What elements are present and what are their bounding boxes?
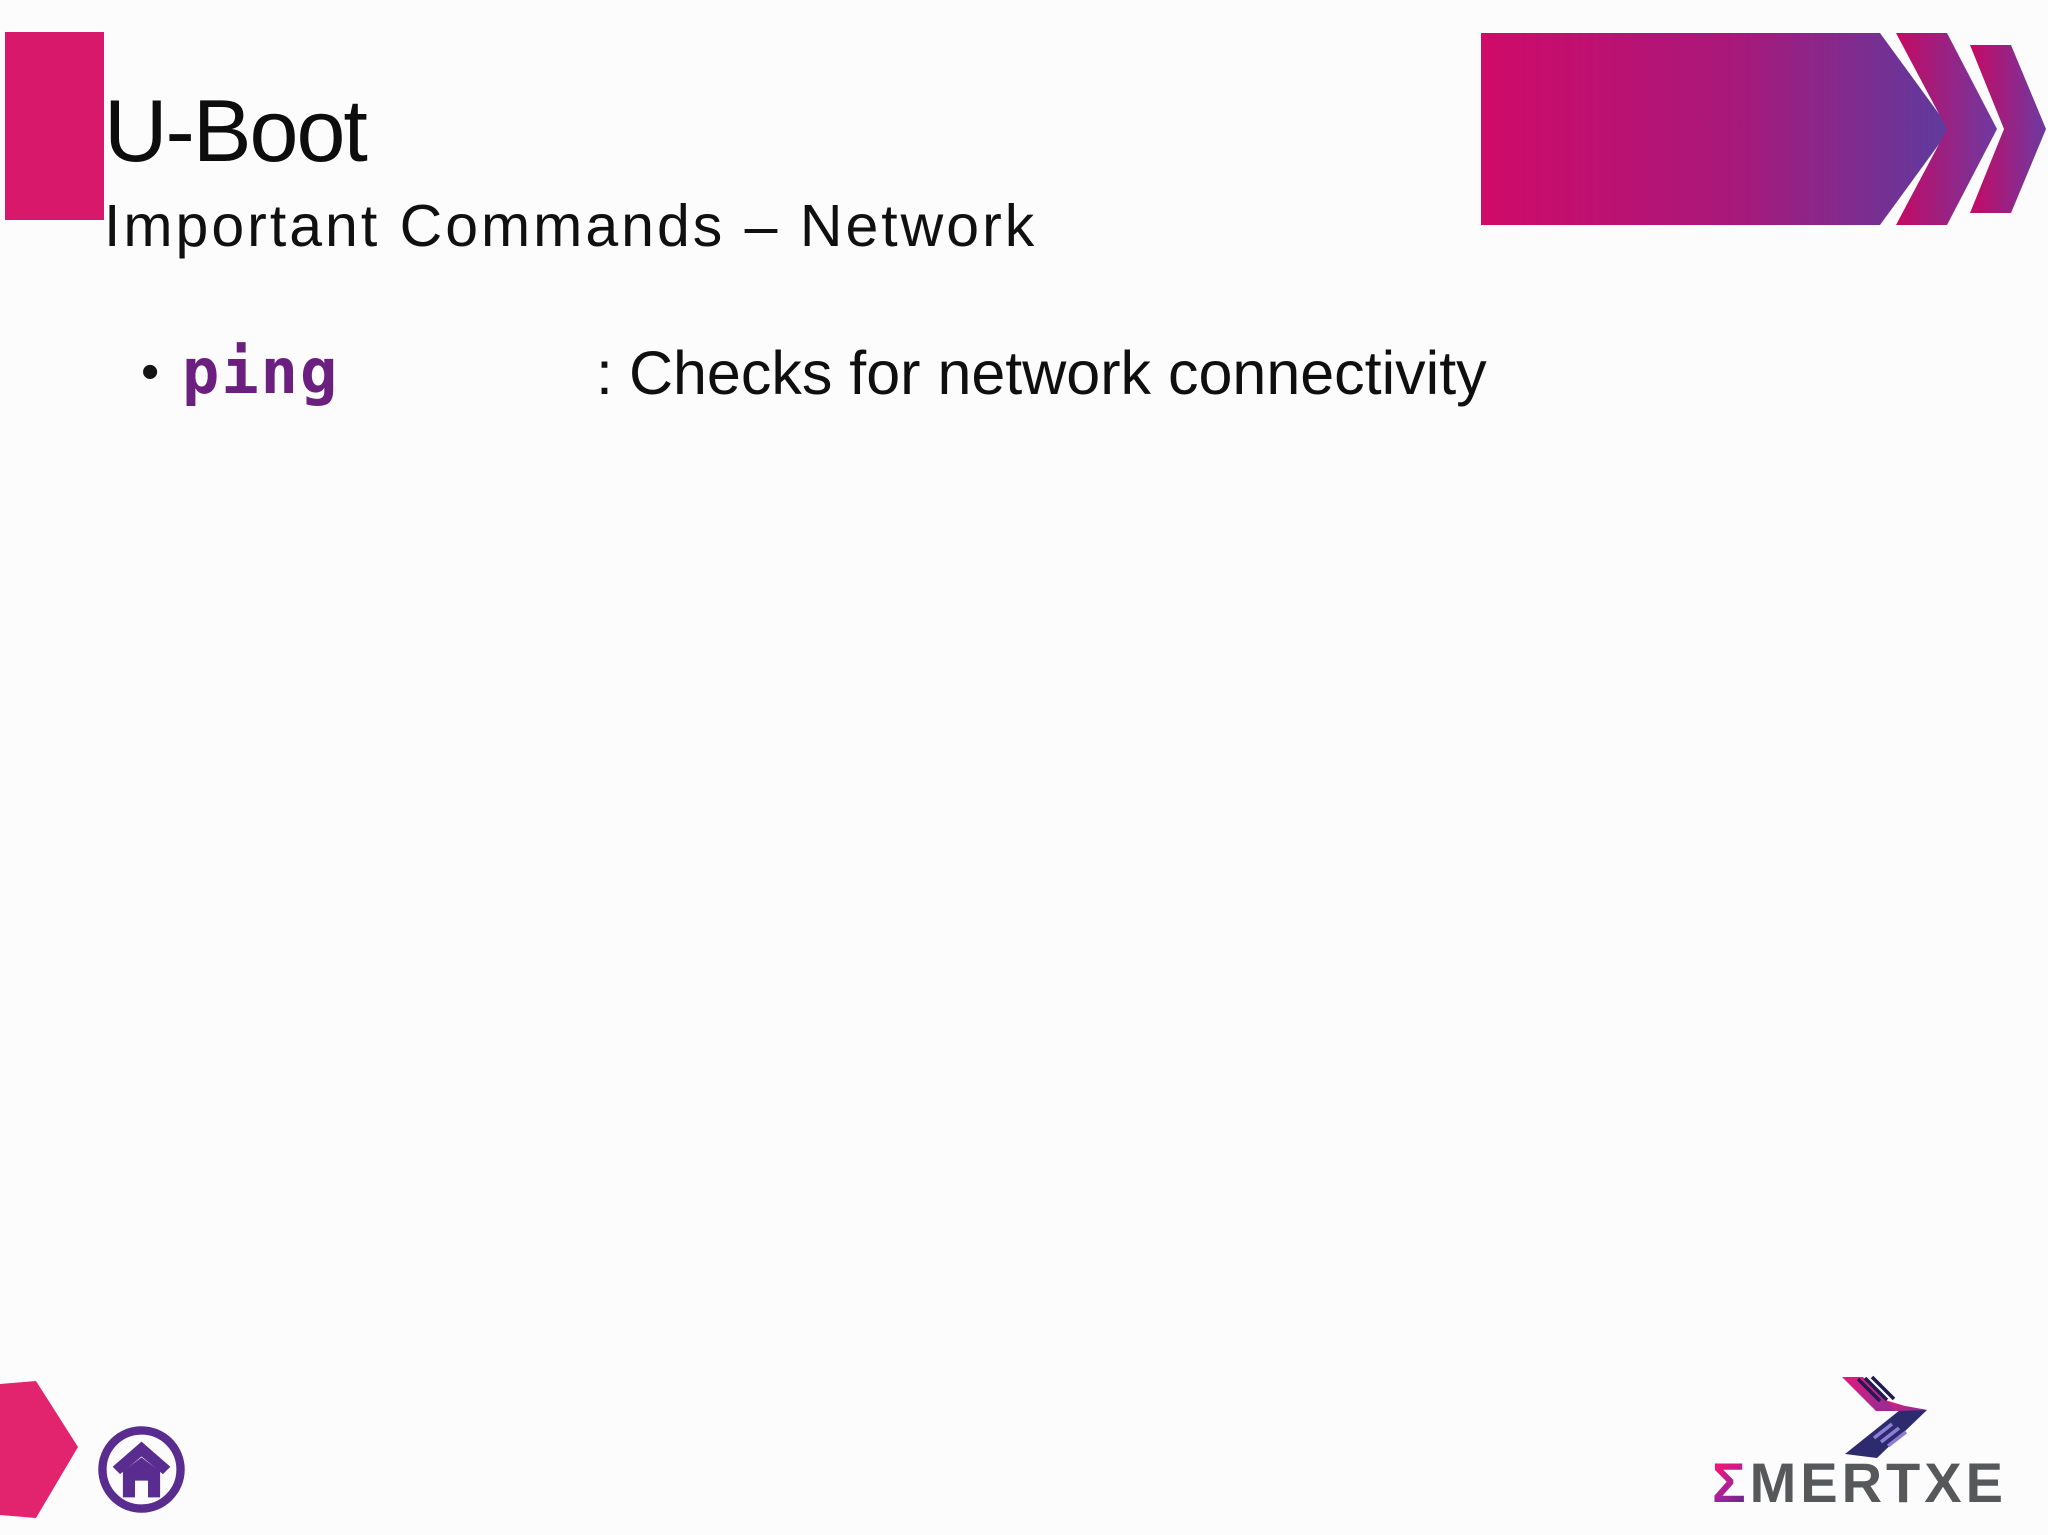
header-arrow-graphic: [1481, 33, 2046, 225]
logo-wordmark: MERTXE: [1749, 1451, 2007, 1514]
header-accent-bar: [5, 32, 104, 220]
command-text: ping: [182, 335, 340, 408]
bullet-marker: •: [141, 343, 160, 401]
description-text: Checks for network connectivity: [628, 339, 1487, 407]
footer-pink-arrow: [0, 1381, 78, 1518]
separator-colon: :: [596, 339, 613, 407]
page-title: U-Boot: [104, 80, 368, 180]
logo-arrow-icon: [1842, 1375, 1927, 1458]
home-icon: [98, 1426, 185, 1513]
arrow-chevron-2: [1970, 45, 2046, 213]
arrow-pentagon-shape: [1481, 33, 1950, 225]
logo-sigma-glyph: Σ: [1712, 1451, 1750, 1514]
arrow-chevron-1: [1896, 33, 1997, 225]
home-button[interactable]: [95, 1423, 188, 1516]
command-description: :Checks for network connectivity: [596, 339, 1487, 407]
page-subtitle: Important Commands – Network: [104, 192, 1038, 259]
